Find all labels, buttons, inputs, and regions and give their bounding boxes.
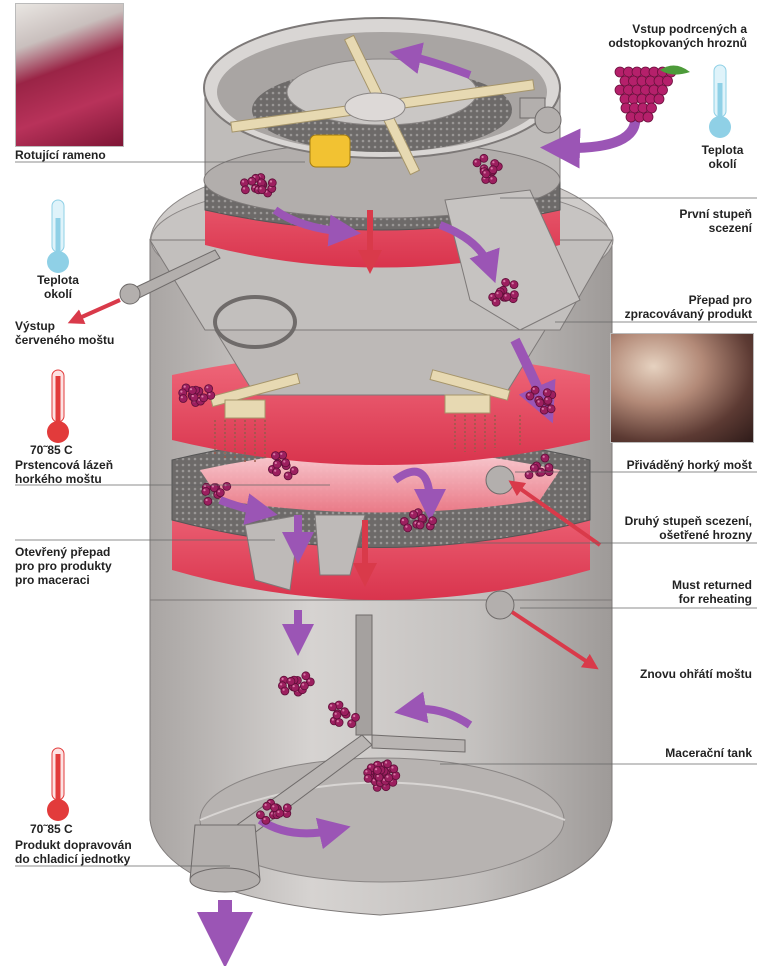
pipes — [119, 97, 562, 893]
thermometer-cold-icon — [47, 199, 69, 273]
label-overflow-processed: Přepad pro zpracovávaný produkt — [624, 293, 752, 321]
label-ambient-temp-top: Teplota okolí — [701, 143, 744, 171]
crushed-grapes-photo — [15, 3, 124, 147]
thermometer-hot-icon — [47, 747, 69, 821]
flow-arrows — [67, 42, 641, 966]
agitator — [229, 614, 466, 841]
grape-bunch-icon — [614, 65, 690, 123]
label-must-returned: Must returned for reheating — [671, 578, 752, 606]
leader-lines — [15, 161, 757, 867]
manhole — [213, 295, 297, 349]
label-reheat-must: Znovu ohřátí moštu — [640, 667, 752, 681]
label-hot-must-feed: Přiváděný horký mošt — [626, 458, 752, 472]
label-second-stage: Druhý stupeň scezení, ošetřené hrozny — [624, 514, 752, 542]
tank-interior-photo — [610, 333, 754, 443]
rotating-arm — [230, 34, 535, 176]
label-ambient-temp-left: Teplota okolí — [37, 273, 79, 301]
label-temp-mid: 70˜85 C — [30, 443, 73, 457]
label-ring-bath: Prstencová lázeň horkého moštu — [15, 458, 114, 486]
overflow-chute — [444, 189, 581, 331]
label-open-overflow: Otevřený přepad pro pro produkty pro mac… — [15, 545, 112, 587]
motor — [309, 134, 351, 168]
thermometer-hot-icon — [47, 369, 69, 443]
label-rotating-arm: Rotující rameno — [15, 148, 106, 162]
label-product-to-cooler: Produkt dopravován do chladicí jednotky — [15, 838, 132, 866]
label-temp-bottom: 70˜85 C — [30, 822, 73, 836]
label-first-stage: První stupeň scezení — [679, 207, 752, 235]
label-red-must-outlet: Výstup červeného moštu — [15, 319, 115, 347]
thermometer-cold-icon — [709, 64, 731, 138]
label-maceration-tank: Macerační tank — [665, 746, 752, 760]
label-grape-inlet: Vstup podrcených a odstopkovaných hroznů — [608, 22, 747, 50]
spray-heads — [209, 369, 511, 419]
